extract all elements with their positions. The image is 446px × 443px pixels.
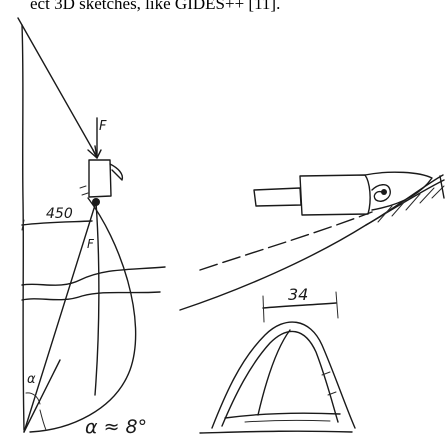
inner-diagonal <box>257 329 291 416</box>
angle-symbol-label: α <box>27 372 36 387</box>
bottom-mark <box>39 409 47 431</box>
left-sketch <box>17 17 166 433</box>
incline-line-upper <box>365 179 445 226</box>
weight-box <box>88 159 112 198</box>
pendulum-line-a <box>23 201 97 433</box>
incline-line-dashed <box>199 211 373 271</box>
dimension-label-450: 450 <box>46 206 73 222</box>
vertical-axis-line <box>21 24 25 431</box>
gripper-tip <box>364 171 433 211</box>
base-line-2 <box>224 412 341 419</box>
force-label-bottom: F <box>87 237 95 251</box>
gripper-body <box>299 174 371 216</box>
bell-curve-inner <box>221 330 339 427</box>
curve-side-marks <box>321 371 337 396</box>
converge-line <box>23 359 61 433</box>
angle-value-label: α ≈ 8° <box>85 416 147 438</box>
pendulum-arc <box>29 197 137 433</box>
box-left-mark <box>79 185 89 196</box>
dimension-label-34: 34 <box>288 285 308 304</box>
tip-dot <box>381 189 387 195</box>
dimension-tick-left <box>21 219 25 231</box>
shaft-stub <box>253 187 302 207</box>
dimension-tick-right-34 <box>335 291 339 319</box>
incline-line-solid <box>179 174 444 311</box>
bell-curve-outer <box>211 321 356 429</box>
dimension-tick-left-34 <box>262 295 265 323</box>
pendulum-line-b <box>94 201 100 396</box>
dimension-line-34 <box>262 302 337 309</box>
force-arrowhead <box>92 149 102 159</box>
diagonal-rope-line <box>17 17 98 158</box>
wave-line-2 <box>21 291 161 301</box>
incline-hatching <box>377 185 445 223</box>
base-line-1 <box>199 430 353 434</box>
dimension-line-450 <box>21 220 93 226</box>
right-bottom-sketch <box>199 291 356 434</box>
wave-line-1 <box>21 266 166 286</box>
force-label-top: F <box>99 119 107 134</box>
box-hook <box>109 163 124 181</box>
incline-end-mark <box>439 175 445 199</box>
tip-detail <box>371 184 391 202</box>
caption-text: ect 3D sketches, like GIDES++ [11]. <box>30 0 281 13</box>
right-top-sketch <box>179 171 445 311</box>
base-line-3 <box>244 419 331 423</box>
